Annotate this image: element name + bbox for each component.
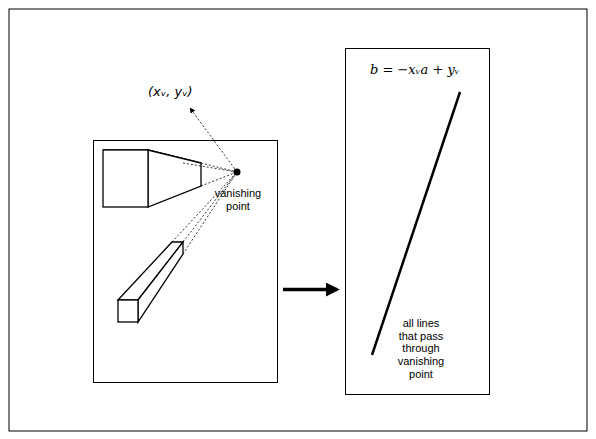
- lower-prism: [118, 242, 183, 322]
- upper-prism: [103, 150, 201, 207]
- image-box: vanishing point: [93, 140, 278, 383]
- line-set-note: all lines that pass through vanishing po…: [393, 317, 449, 380]
- flow-arrow: [283, 288, 337, 292]
- point-label: vanishing point: [210, 187, 266, 212]
- parameter-space-box: b = −xᵥa + yᵥ all lines that pass through…: [345, 48, 490, 395]
- convergence-lines: [172, 108, 237, 254]
- outer-frame: [9, 9, 587, 431]
- line-equation: b = −xᵥa + yᵥ: [370, 62, 460, 77]
- parameter-line: [372, 92, 460, 355]
- vanishing-point-dot: [234, 169, 241, 176]
- vanishing-point-coordinates: (xᵥ, yᵥ): [148, 84, 193, 99]
